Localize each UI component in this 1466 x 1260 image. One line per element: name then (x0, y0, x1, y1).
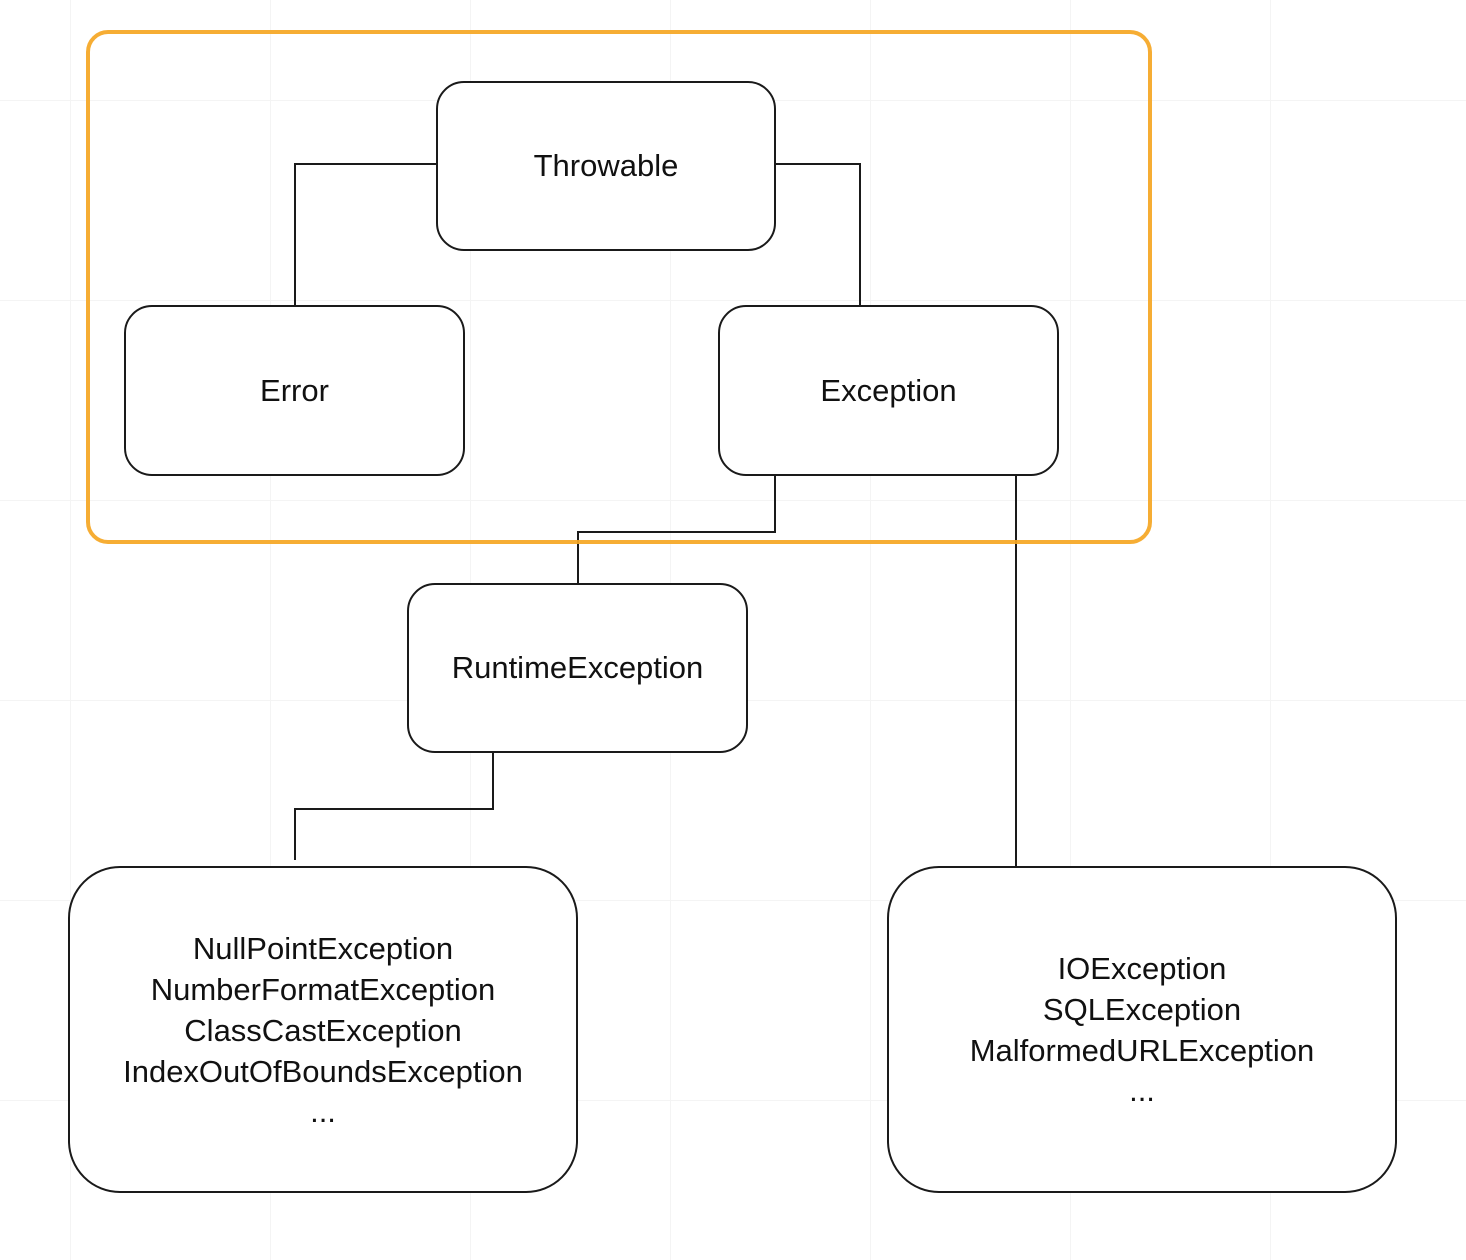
node-exception-label: Exception (820, 372, 957, 408)
edge-throwable-exception (776, 163, 861, 305)
list-item: NumberFormatException (150, 971, 496, 1007)
node-checked-examples[interactable]: IOException SQLException MalformedURLExc… (887, 866, 1397, 1193)
edge-exception-runtime (577, 476, 776, 583)
node-unchecked-examples[interactable]: NullPointException NumberFormatException… (68, 866, 578, 1193)
edge-runtime-unchecked (294, 753, 494, 860)
list-item: SQLException (1042, 992, 1242, 1027)
list-item: IndexOutOfBoundsException (123, 1053, 523, 1089)
node-runtime-exception-label: RuntimeException (451, 650, 704, 685)
list-item: MalformedURLException (969, 1033, 1315, 1068)
node-exception[interactable]: Exception (718, 305, 1059, 476)
node-error[interactable]: Error (124, 305, 465, 476)
edge-throwable-error (294, 163, 436, 305)
list-ellipsis: ... (1129, 1073, 1155, 1108)
list-item: NullPointException (192, 930, 454, 966)
node-throwable-label: Throwable (533, 148, 679, 183)
list-item: ClassCastException (184, 1012, 462, 1048)
list-item: IOException (1057, 951, 1227, 986)
highlight-group-frame (86, 30, 1152, 544)
node-runtime-exception[interactable]: RuntimeException (407, 583, 748, 753)
list-ellipsis: ... (310, 1093, 336, 1129)
node-error-label: Error (260, 372, 329, 408)
node-throwable[interactable]: Throwable (436, 81, 776, 251)
